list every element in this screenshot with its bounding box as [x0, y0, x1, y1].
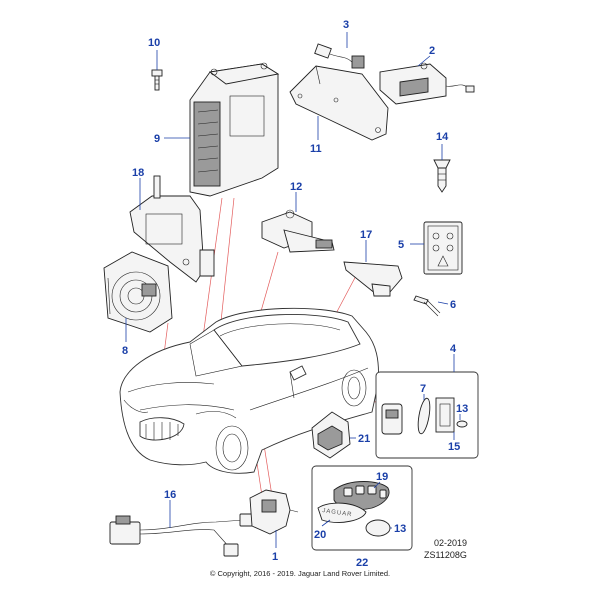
- module-2[interactable]: [379, 62, 475, 105]
- drawing-id: ZS11208G: [424, 550, 467, 560]
- callout-4[interactable]: 4: [450, 343, 457, 355]
- screw-6[interactable]: [413, 295, 441, 317]
- smart-key-box-22[interactable]: JAGUAR: [311, 465, 413, 551]
- module-1[interactable]: [249, 489, 299, 535]
- callout-19[interactable]: 19: [376, 471, 388, 483]
- long-bracket-17[interactable]: [343, 261, 403, 297]
- callout-13-key[interactable]: 13: [394, 523, 406, 535]
- coin-battery-13: [365, 519, 391, 537]
- bracket-plate-11[interactable]: [289, 65, 389, 141]
- callout-1[interactable]: 1: [272, 551, 278, 563]
- battery-13-small: [456, 420, 468, 428]
- callout-9[interactable]: 9: [154, 133, 160, 145]
- clip-14[interactable]: [433, 159, 451, 193]
- circuit-board-15: [435, 397, 455, 433]
- fob-emboss-text: JAGUAR: [322, 508, 353, 518]
- mounting-bracket-18[interactable]: [129, 175, 215, 283]
- callout-12[interactable]: 12: [290, 181, 302, 193]
- callout-10[interactable]: 10: [148, 37, 160, 49]
- gasket-7: [417, 397, 431, 435]
- module-bracket-21[interactable]: [311, 411, 351, 459]
- callout-labels: 10 3 2 9 11 14 18 12 17 5 6 8 4 7 13 15 …: [122, 19, 468, 569]
- sensor-12[interactable]: [261, 209, 335, 253]
- callout-6[interactable]: 6: [450, 299, 456, 311]
- callout-21[interactable]: 21: [358, 433, 370, 445]
- keyfob-kit-box-4[interactable]: [375, 371, 479, 459]
- callout-16[interactable]: 16: [164, 489, 176, 501]
- key-cover-20: JAGUAR: [317, 502, 367, 523]
- callout-17[interactable]: 17: [360, 229, 372, 241]
- callout-15[interactable]: 15: [448, 441, 460, 453]
- hazard-switch-5[interactable]: [423, 221, 463, 275]
- callout-2[interactable]: 2: [429, 45, 435, 57]
- callout-8[interactable]: 8: [122, 345, 128, 357]
- callout-3[interactable]: 3: [343, 19, 349, 31]
- callout-18[interactable]: 18: [132, 167, 144, 179]
- wiring-harness-16[interactable]: [109, 513, 257, 557]
- drawing-date: 02-2019: [434, 538, 467, 548]
- leader-lines: [125, 32, 461, 548]
- siren-8[interactable]: [103, 251, 173, 333]
- connector-3[interactable]: [314, 43, 365, 69]
- callout-5[interactable]: 5: [398, 239, 404, 251]
- callout-20[interactable]: 20: [314, 529, 326, 541]
- key-blade: [381, 403, 403, 435]
- callout-7[interactable]: 7: [420, 383, 426, 395]
- callout-13-kit[interactable]: 13: [456, 403, 468, 415]
- callout-14[interactable]: 14: [436, 131, 449, 143]
- copyright-notice: © Copyright, 2016 - 2019. Jaguar Land Ro…: [210, 569, 390, 578]
- bolt-10[interactable]: [151, 69, 163, 91]
- callout-22[interactable]: 22: [356, 557, 368, 569]
- control-module-9[interactable]: [189, 62, 280, 197]
- callout-11[interactable]: 11: [310, 143, 322, 155]
- car-outline: [119, 307, 379, 474]
- drawing-meta: 02-2019 ZS11208G © Copyright, 2016 - 201…: [210, 538, 467, 578]
- smart-key-19: [333, 481, 390, 511]
